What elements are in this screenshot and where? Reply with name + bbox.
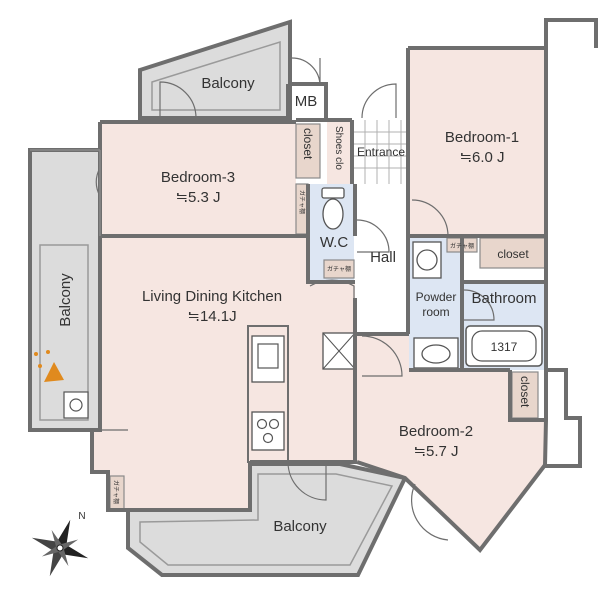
toilet-icon: [321, 187, 345, 230]
label-balcony-bottom: Balcony: [273, 518, 327, 535]
shelf-wc: [323, 259, 355, 279]
walls: [90, 18, 598, 553]
door-entrance: [361, 83, 397, 119]
bedroom-1-area: [410, 48, 546, 236]
label-wc: W.C: [320, 234, 348, 251]
label-bedroom-2-name: Bedroom-2: [399, 423, 473, 440]
closet-hall: [479, 237, 547, 269]
kitchen-sink-icon: [251, 335, 285, 383]
label-gacha-bedroom-3: ガチャ棚: [298, 190, 306, 214]
label-gacha-wc: ガチャ棚: [327, 265, 351, 273]
closet-bedroom-2: [511, 371, 539, 419]
shoes-closet-area: [327, 122, 353, 184]
label-ldk-name: Living Dining Kitchen: [142, 288, 282, 305]
entrance-area: [353, 120, 408, 184]
door-mb: [291, 57, 321, 87]
ldk-area: [92, 236, 355, 510]
balcony-top: [138, 19, 292, 120]
compass-north-label: N: [78, 511, 85, 522]
stove-icon: [251, 411, 285, 451]
fixtures: [63, 187, 543, 463]
washing-machine-icon: [412, 241, 442, 279]
compass-rose-icon: [31, 519, 89, 577]
label-ldk-size: ≒14.1J: [187, 308, 236, 325]
door-bedroom-2: [361, 335, 403, 377]
outdoor-faucet-icon: [63, 391, 89, 419]
bedroom-3-area: [102, 122, 296, 236]
thin-walls: [30, 149, 101, 236]
door-balcony-bottom: [287, 461, 327, 501]
hall-area: [357, 184, 409, 334]
label-bedroom-3-size: ≒5.3 J: [175, 189, 220, 206]
label-closet-bedroom-3: closet: [301, 128, 315, 160]
label-balcony-left: Balcony: [57, 273, 74, 327]
labels: Balcony MB Bedroom-1 ≒6.0 J Bedroom-3 ≒5…: [57, 75, 537, 535]
ventilation-shaft: [322, 332, 356, 370]
bedroom-2-area: [357, 334, 545, 550]
door-balcony-top: [159, 81, 197, 119]
door-wc: [356, 219, 390, 253]
label-gacha-hall: ガチャ棚: [450, 242, 474, 250]
closet-bedroom-3: [295, 123, 321, 179]
door-bathroom: [463, 289, 495, 321]
door-balcony-bedroom-2: [411, 483, 449, 541]
north-marker-icon: [34, 350, 64, 382]
label-powder-room: Powder room: [415, 290, 457, 319]
door-bedroom-1: [411, 199, 449, 237]
label-bedroom-3-name: Bedroom-3: [161, 169, 235, 186]
label-shoes-clo: Shoes clo: [333, 126, 344, 170]
storage: [109, 123, 547, 511]
balcony-bottom: [126, 462, 408, 577]
label-closet-bedroom-2: closet: [518, 376, 532, 408]
label-balcony-top: Balcony: [201, 75, 255, 92]
label-bath-size: 1317: [491, 340, 518, 354]
label-gacha-ldk: ガチャ棚: [112, 480, 120, 504]
label-entrance: Entrance: [357, 145, 405, 159]
label-bedroom-2-size: ≒5.7 J: [413, 443, 458, 460]
entrance-tiles: [353, 120, 408, 184]
label-mb: MB: [295, 93, 318, 110]
label-hall: Hall: [370, 249, 396, 266]
label-bathroom: Bathroom: [471, 290, 536, 307]
label-bedroom-1-size: ≒6.0 J: [459, 149, 504, 166]
label-powder-room-box: Powder room: [415, 290, 457, 319]
label-closet-hall: closet: [497, 247, 529, 261]
label-bedroom-1-name: Bedroom-1: [445, 129, 519, 146]
sink-icon: [413, 337, 459, 369]
bathtub-icon: [465, 325, 543, 367]
